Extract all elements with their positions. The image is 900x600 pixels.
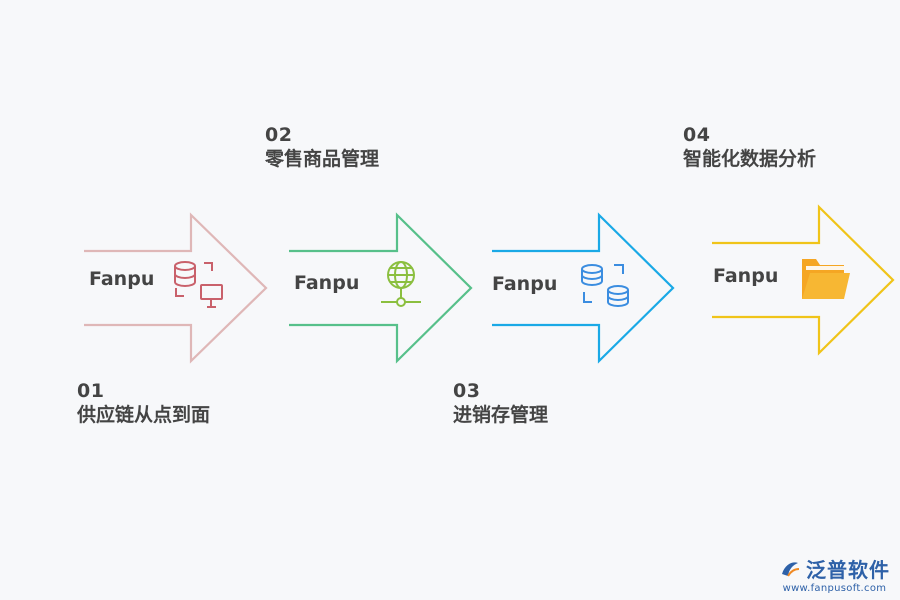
logo-mark-icon <box>781 561 799 577</box>
logo-text: 泛普软件 <box>806 558 890 582</box>
company-logo: 泛普软件 www.fanpusoft.com <box>779 554 890 594</box>
database-sync-icon <box>581 264 629 307</box>
step-4-number: 04 <box>683 124 711 146</box>
arrow-step-4 <box>712 204 895 356</box>
arrow-1-brand: Fanpu <box>89 268 155 290</box>
step-1-title: 供应链从点到面 <box>77 403 211 426</box>
step-3-number: 03 <box>453 380 481 402</box>
step-1-number: 01 <box>77 380 105 402</box>
step-2-label: 02 零售商品管理 <box>265 124 379 172</box>
arrow-step-1 <box>84 212 268 364</box>
logo-url: www.fanpusoft.com <box>782 583 887 594</box>
arrow-4-brand: Fanpu <box>713 265 779 287</box>
step-2-title: 零售商品管理 <box>265 147 380 170</box>
step-1-label: 01 供应链从点到面 <box>77 380 210 428</box>
step-4-title: 智能化数据分析 <box>683 147 817 170</box>
database-monitor-icon <box>174 261 223 308</box>
arrow-3-brand: Fanpu <box>492 273 558 295</box>
step-2-number: 02 <box>265 124 293 146</box>
arrow-step-2 <box>289 212 473 364</box>
folder-icon <box>802 259 850 299</box>
step-3-label: 03 进销存管理 <box>453 380 548 428</box>
step-4-label: 04 智能化数据分析 <box>683 124 816 172</box>
arrow-step-3 <box>492 212 675 364</box>
arrow-2-brand: Fanpu <box>294 272 360 294</box>
step-3-title: 进销存管理 <box>453 403 549 426</box>
globe-network-icon <box>381 261 421 307</box>
